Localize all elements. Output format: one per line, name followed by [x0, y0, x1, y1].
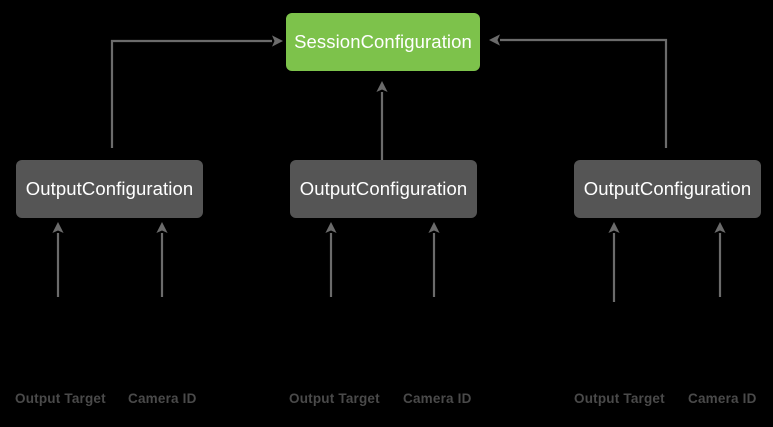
edge-camera-id-3-to-output-3 [714, 222, 726, 297]
node-output-configuration-1[interactable]: OutputConfiguration [16, 160, 203, 218]
node-output-configuration-2[interactable]: OutputConfiguration [290, 160, 477, 218]
edge-output-2-to-session [376, 81, 388, 160]
leaf-label-output-target-3: Output Target [574, 391, 665, 406]
edge-output-target-1-to-output-1 [52, 222, 64, 297]
edge-output-3-to-session [489, 34, 668, 148]
leaf-label-output-target-1: Output Target [15, 391, 106, 406]
node-session-configuration-label: SessionConfiguration [294, 31, 472, 52]
node-output-configuration-2-label: OutputConfiguration [299, 178, 468, 199]
node-output-configuration-1-label: OutputConfiguration [25, 178, 194, 199]
node-output-configuration-3-label: OutputConfiguration [583, 178, 752, 199]
leaf-label-camera-id-2: Camera ID [403, 391, 472, 406]
edge-output-target-3-to-output-3 [608, 222, 620, 302]
leaf-label-camera-id-1: Camera ID [128, 391, 197, 406]
edge-camera-id-1-to-output-1 [156, 222, 168, 297]
edge-output-target-2-to-output-2 [325, 222, 337, 297]
leaf-label-output-target-2: Output Target [289, 391, 380, 406]
node-session-configuration[interactable]: SessionConfiguration [286, 13, 480, 71]
edge-camera-id-2-to-output-2 [428, 222, 440, 297]
node-output-configuration-3[interactable]: OutputConfiguration [574, 160, 761, 218]
edge-output-1-to-session [110, 35, 283, 148]
leaf-label-camera-id-3: Camera ID [688, 391, 757, 406]
